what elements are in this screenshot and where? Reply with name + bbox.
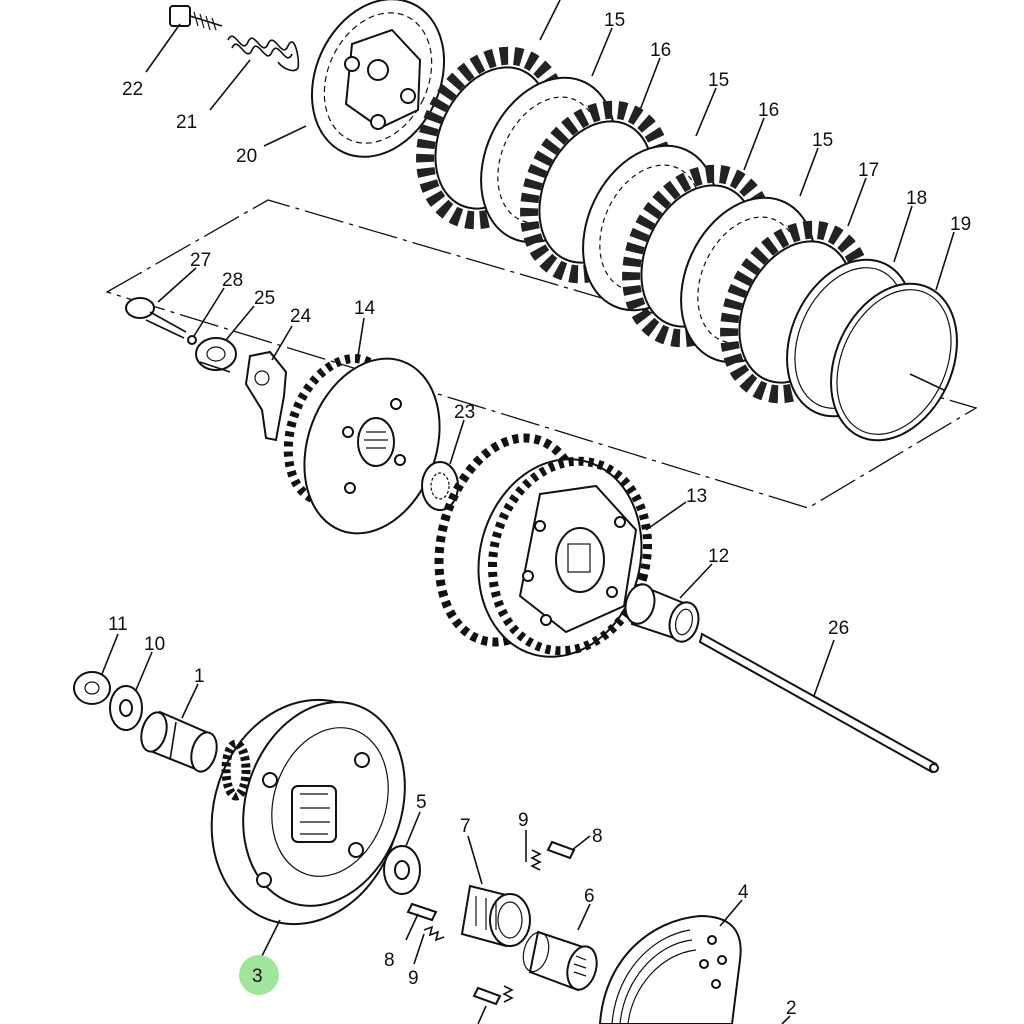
callout-28: 28 <box>222 270 243 291</box>
callout-7: 7 <box>460 816 471 837</box>
callout-21: 21 <box>176 112 197 133</box>
part-28-washer[interactable] <box>187 335 197 345</box>
part-14-pressure-plate-gear[interactable] <box>270 340 463 553</box>
callout-2: 2 <box>786 998 797 1019</box>
part-23-circlip[interactable] <box>421 461 459 511</box>
part-9-spring-a[interactable] <box>530 849 542 871</box>
part-20-pressure-plate[interactable] <box>287 0 469 179</box>
part-12-bushing[interactable] <box>621 581 702 645</box>
callout-1: 1 <box>194 666 205 687</box>
callout-8-a: 8 <box>592 826 603 847</box>
callout-15-b: 15 <box>708 70 729 91</box>
part-1-collar[interactable] <box>137 710 221 775</box>
callout-labels: 22 21 20 15 16 15 16 15 17 18 19 27 28 2… <box>108 10 971 1019</box>
callout-8-b: 8 <box>384 950 395 971</box>
group-boundary <box>105 199 978 509</box>
callout-25: 25 <box>254 288 275 309</box>
callout-15-c: 15 <box>812 130 833 151</box>
leader-lines <box>101 0 955 1024</box>
callout-27: 27 <box>190 250 211 271</box>
callout-17: 17 <box>858 160 879 181</box>
callout-4: 4 <box>738 882 749 903</box>
callout-16-b: 16 <box>758 100 779 121</box>
callout-19: 19 <box>950 214 971 235</box>
part-11-nut[interactable] <box>73 671 111 705</box>
part-24-lock-washer[interactable] <box>244 350 288 442</box>
callout-23: 23 <box>454 402 475 423</box>
part-3-clutch-housing[interactable] <box>183 675 430 949</box>
part-4-clutch-shoe[interactable] <box>598 914 742 1024</box>
callout-22: 22 <box>122 79 143 100</box>
part-25-nut[interactable] <box>195 337 237 373</box>
part-8-pin-c[interactable] <box>472 986 502 1006</box>
callout-6: 6 <box>584 886 595 907</box>
part-6-bearing[interactable] <box>519 930 601 993</box>
callout-9-a: 9 <box>518 810 529 831</box>
part-9-spring-c[interactable] <box>502 985 514 1003</box>
callout-10: 10 <box>144 634 165 655</box>
callout-12: 12 <box>708 546 729 567</box>
callout-13: 13 <box>686 486 707 507</box>
part-5-washer[interactable] <box>383 845 421 895</box>
part-8-pin-b[interactable] <box>406 902 438 922</box>
callout-26: 26 <box>828 618 849 639</box>
part-8-pin-a[interactable] <box>546 840 576 860</box>
callout-5: 5 <box>416 792 427 813</box>
part-13-primary-driven-gear[interactable] <box>417 422 668 675</box>
part-26-push-rod[interactable] <box>698 632 939 774</box>
part-10-washer[interactable] <box>109 685 143 731</box>
part-9-spring-b[interactable] <box>423 925 445 942</box>
callout-20: 20 <box>236 146 257 167</box>
part-7-one-way-clutch[interactable] <box>460 884 531 948</box>
callout-18: 18 <box>906 188 927 209</box>
callout-24: 24 <box>290 306 312 327</box>
callout-16-a: 16 <box>650 40 671 61</box>
callout-14: 14 <box>354 298 376 319</box>
callout-9-b: 9 <box>408 968 419 989</box>
highlight-marker <box>239 955 279 995</box>
callout-3: 3 <box>252 966 263 987</box>
callout-15-a: 15 <box>604 10 625 31</box>
part-19-wire-ring[interactable] <box>807 263 981 461</box>
part-27-bolt[interactable] <box>125 297 187 339</box>
part-21-spring[interactable] <box>227 35 300 72</box>
part-22-bolt[interactable] <box>169 5 223 31</box>
callout-11: 11 <box>108 614 128 635</box>
